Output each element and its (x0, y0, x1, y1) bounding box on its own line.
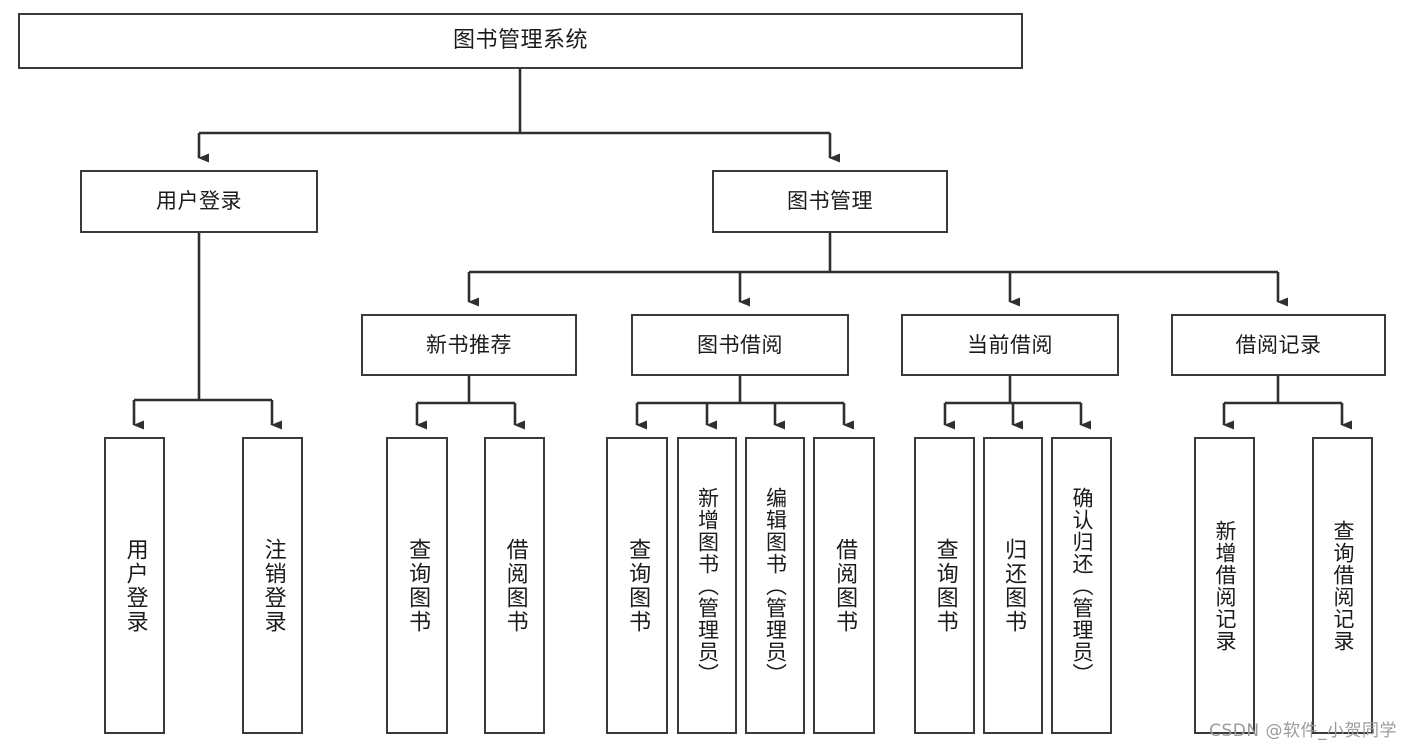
node-leaf-query-record[interactable]: 查询借阅记录 (1312, 437, 1373, 734)
node-root[interactable]: 图书管理系统 (18, 13, 1023, 69)
node-leaf-add-record[interactable]: 新增借阅记录 (1194, 437, 1255, 734)
node-user-login-label: 用户登录 (156, 189, 242, 214)
node-new-book-recommend[interactable]: 新书推荐 (361, 314, 577, 376)
node-book-borrow-label: 图书借阅 (697, 332, 783, 357)
node-new-book-recommend-label: 新书推荐 (426, 332, 512, 357)
node-leaf-edit-book-label: 编辑图书（管理员） (763, 486, 788, 685)
node-leaf-user-login[interactable]: 用户登录 (104, 437, 165, 734)
node-leaf-query-book-1-label: 查询图书 (405, 537, 431, 634)
node-leaf-borrow-book-2-label: 借阅图书 (832, 537, 858, 634)
node-book-borrow[interactable]: 图书借阅 (631, 314, 849, 376)
node-borrow-record-label: 借阅记录 (1235, 332, 1322, 357)
node-leaf-borrow-book-2[interactable]: 借阅图书 (813, 437, 875, 734)
node-leaf-borrow-book-1[interactable]: 借阅图书 (484, 437, 545, 734)
node-leaf-confirm-return[interactable]: 确认归还（管理员） (1051, 437, 1112, 734)
node-leaf-add-record-label: 新增借阅记录 (1213, 519, 1238, 652)
node-leaf-add-book[interactable]: 新增图书（管理员） (677, 437, 737, 734)
node-leaf-query-record-label: 查询借阅记录 (1331, 519, 1356, 652)
node-leaf-user-login-label: 用户登录 (122, 537, 148, 634)
node-leaf-borrow-book-1-label: 借阅图书 (502, 537, 528, 634)
node-leaf-logout-login-label: 注销登录 (260, 537, 286, 634)
node-leaf-logout-login[interactable]: 注销登录 (242, 437, 303, 734)
node-leaf-edit-book[interactable]: 编辑图书（管理员） (745, 437, 805, 734)
node-book-manage-label: 图书管理 (787, 189, 873, 214)
node-leaf-query-book-2-label: 查询图书 (625, 537, 651, 634)
node-borrow-record[interactable]: 借阅记录 (1171, 314, 1386, 376)
node-leaf-confirm-return-label: 确认归还（管理员） (1070, 486, 1095, 685)
node-leaf-add-book-label: 新增图书（管理员） (695, 486, 720, 685)
node-leaf-query-book-3-label: 查询图书 (932, 537, 958, 634)
node-root-label: 图书管理系统 (452, 28, 588, 54)
node-current-borrow-label: 当前借阅 (967, 332, 1053, 357)
node-leaf-return-book[interactable]: 归还图书 (983, 437, 1043, 734)
node-user-login[interactable]: 用户登录 (80, 170, 318, 233)
node-leaf-query-book-2[interactable]: 查询图书 (606, 437, 668, 734)
node-leaf-query-book-1[interactable]: 查询图书 (386, 437, 448, 734)
node-current-borrow[interactable]: 当前借阅 (901, 314, 1119, 376)
node-leaf-query-book-3[interactable]: 查询图书 (914, 437, 975, 734)
node-book-manage[interactable]: 图书管理 (712, 170, 948, 233)
node-leaf-return-book-label: 归还图书 (1001, 537, 1027, 634)
